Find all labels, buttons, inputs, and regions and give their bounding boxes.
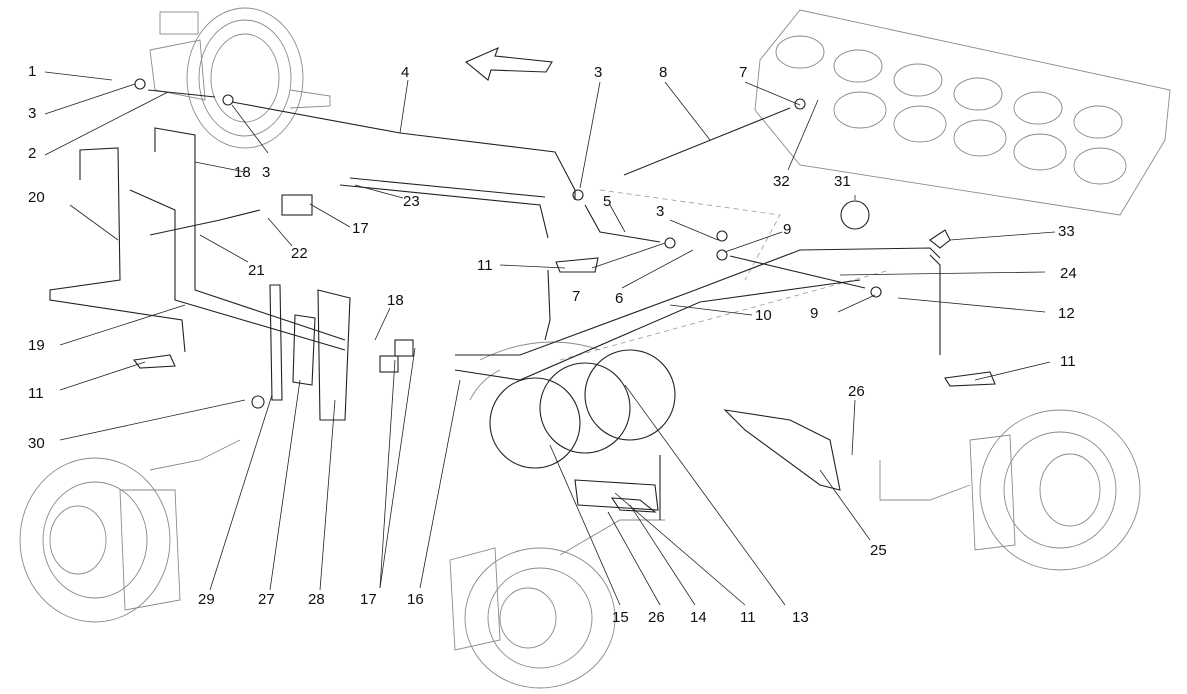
callout-17b: 17 <box>360 591 377 608</box>
callout-3d: 3 <box>656 203 664 220</box>
callout-22: 22 <box>291 245 308 262</box>
callout-labels: 1 2 3 3 3 3 4 5 6 7 7 7 8 9 9 10 11 11 1… <box>28 63 1077 626</box>
callout-11b: 11 <box>28 385 44 402</box>
callout-6: 6 <box>615 290 623 307</box>
callout-8: 8 <box>659 64 667 81</box>
callout-23: 23 <box>403 193 420 210</box>
brake-booster <box>149 7 331 149</box>
callout-3c: 3 <box>594 64 602 81</box>
callout-9a: 9 <box>783 221 791 238</box>
front-right-brake-disc <box>879 409 1141 571</box>
callout-33: 33 <box>1058 223 1075 240</box>
callout-29: 29 <box>198 591 215 608</box>
callout-18a: 18 <box>234 164 251 181</box>
callout-7a: 7 <box>739 64 747 81</box>
callout-5: 5 <box>603 193 611 210</box>
callout-24: 24 <box>1060 265 1077 282</box>
callout-31: 31 <box>834 173 851 190</box>
leader-lines <box>44 71 1056 606</box>
callout-15: 15 <box>612 609 629 626</box>
callout-11d: 11 <box>740 609 756 626</box>
direction-arrow-icon <box>464 46 553 81</box>
callout-12: 12 <box>1058 305 1075 322</box>
detail-circles <box>489 189 891 469</box>
callout-2: 2 <box>28 145 36 162</box>
callout-20: 20 <box>28 189 45 206</box>
callout-27: 27 <box>258 591 275 608</box>
callout-9b: 9 <box>810 305 818 322</box>
callout-1: 1 <box>28 63 36 80</box>
callout-13: 13 <box>792 609 809 626</box>
brake-pipes <box>49 89 941 520</box>
callout-4: 4 <box>401 64 409 81</box>
callout-3a: 3 <box>28 105 36 122</box>
callout-21: 21 <box>248 262 265 279</box>
rear-brake-disc <box>449 519 665 689</box>
front-left-brake-disc <box>19 439 241 623</box>
callout-26a: 26 <box>848 383 865 400</box>
callout-16: 16 <box>407 591 424 608</box>
callout-19: 19 <box>28 337 45 354</box>
callout-3b: 3 <box>262 164 270 181</box>
callout-11c: 11 <box>1060 353 1076 370</box>
callout-32: 32 <box>773 173 790 190</box>
rear-disc-partial <box>469 341 601 401</box>
callout-10: 10 <box>755 307 772 324</box>
brackets <box>269 284 841 511</box>
callout-7b: 7 <box>572 288 580 305</box>
callout-25: 25 <box>870 542 887 559</box>
callout-17a: 17 <box>352 220 369 237</box>
callout-28: 28 <box>308 591 325 608</box>
fittings <box>133 78 996 513</box>
callout-18b: 18 <box>387 292 404 309</box>
callout-14: 14 <box>690 609 707 626</box>
intake-manifold <box>754 9 1171 216</box>
callout-11a: 11 <box>477 257 493 274</box>
callout-30: 30 <box>28 435 45 452</box>
callout-26b: 26 <box>648 609 665 626</box>
